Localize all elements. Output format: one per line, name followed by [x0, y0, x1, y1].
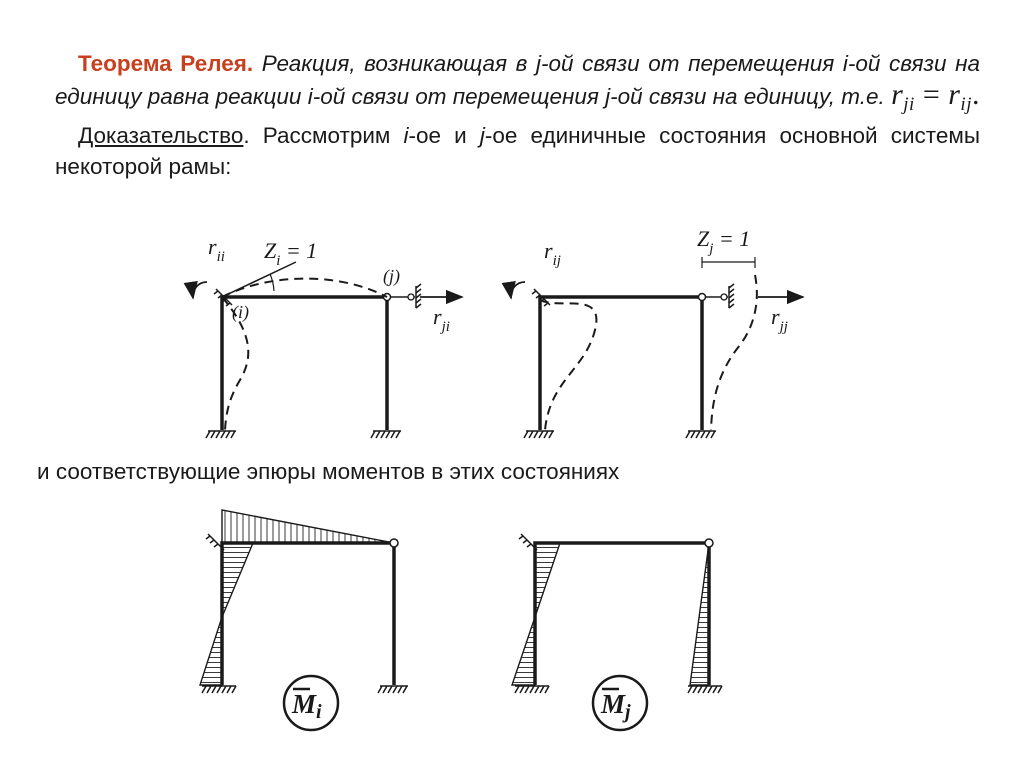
theorem-paragraph: Теорема Релея. Реакция, возникающая в j-…	[55, 48, 980, 120]
proof-paragraph: Доказательство. Рассмотрим i-ое и j-ое е…	[55, 120, 980, 182]
deflection-beam-i	[221, 277, 388, 298]
proof-var-j: j	[479, 123, 485, 148]
label-zi: Zi = 1	[264, 238, 317, 269]
moment-area-right-j	[689, 542, 710, 686]
theorem-statement: Реакция, возникающая в j-ой связи от пер…	[55, 51, 980, 109]
proof-text-1: . Рассмотрим	[243, 123, 404, 148]
moment-area-left-bottom-j	[511, 616, 536, 686]
supports-mj	[514, 533, 723, 694]
moment-area-column-bottom-i	[199, 616, 223, 686]
moment-area-beam-i	[221, 509, 395, 544]
node-label-j: (j)	[383, 266, 400, 287]
moment-diagrams-caption: и соответствующие эпюры моментов в этих …	[37, 459, 620, 484]
link-pin-j	[720, 293, 728, 301]
slide-text: Теорема Релея. Реакция, возникающая в j-…	[55, 48, 980, 182]
moment-diagram-j	[511, 533, 723, 732]
supports-mi	[201, 533, 408, 694]
frame-mj	[533, 541, 711, 685]
rotation-angle-arc	[269, 273, 275, 292]
proof-text-2: -ое и	[408, 123, 480, 148]
frame-mi	[220, 541, 396, 685]
base-support-left-j	[523, 430, 554, 439]
moment-label-i: Mi	[291, 689, 322, 723]
hinge-mi	[389, 538, 399, 548]
moment-area-column-top-i	[221, 542, 255, 618]
state-i-diagram	[183, 261, 464, 439]
label-rjj: rjj	[771, 304, 788, 335]
reciprocity-formula: rji = rij.	[891, 78, 980, 115]
state-j-diagram	[501, 257, 805, 439]
rotation-line-zi	[221, 261, 297, 298]
link-pin-i	[407, 293, 415, 301]
moment-area-left-top-j	[534, 542, 561, 618]
frame-i	[220, 295, 389, 430]
base-support-right-j	[685, 430, 716, 439]
moment-diagram-i	[199, 509, 408, 732]
proof-var-i: i	[403, 123, 409, 148]
rotation-arrow-rij	[501, 280, 526, 300]
label-zj: Zj = 1	[697, 226, 750, 257]
label-rji: rji	[433, 304, 450, 335]
label-rii: rii	[208, 234, 225, 265]
node-label-i: (i)	[232, 302, 249, 323]
hinge-j-2	[697, 292, 707, 302]
deflection-column-i	[221, 296, 250, 431]
moment-label-j: Mj	[600, 689, 631, 723]
theorem-title: Теорема Релея.	[78, 51, 254, 76]
label-rij: rij	[544, 238, 561, 269]
frame-j	[538, 295, 704, 430]
base-support-right-i	[370, 430, 401, 439]
linear-support-j	[728, 283, 735, 309]
deflection-right-column-j	[710, 274, 758, 431]
proof-text-3: -ое единичные состояния основной системы…	[55, 123, 980, 179]
deflection-left-column-j	[539, 299, 598, 431]
base-support-left-i	[205, 430, 236, 439]
rotation-arrow-rii	[183, 280, 208, 300]
proof-label: Доказательство	[78, 123, 244, 148]
linear-support-i	[415, 283, 422, 309]
hinge-mj	[704, 538, 714, 548]
